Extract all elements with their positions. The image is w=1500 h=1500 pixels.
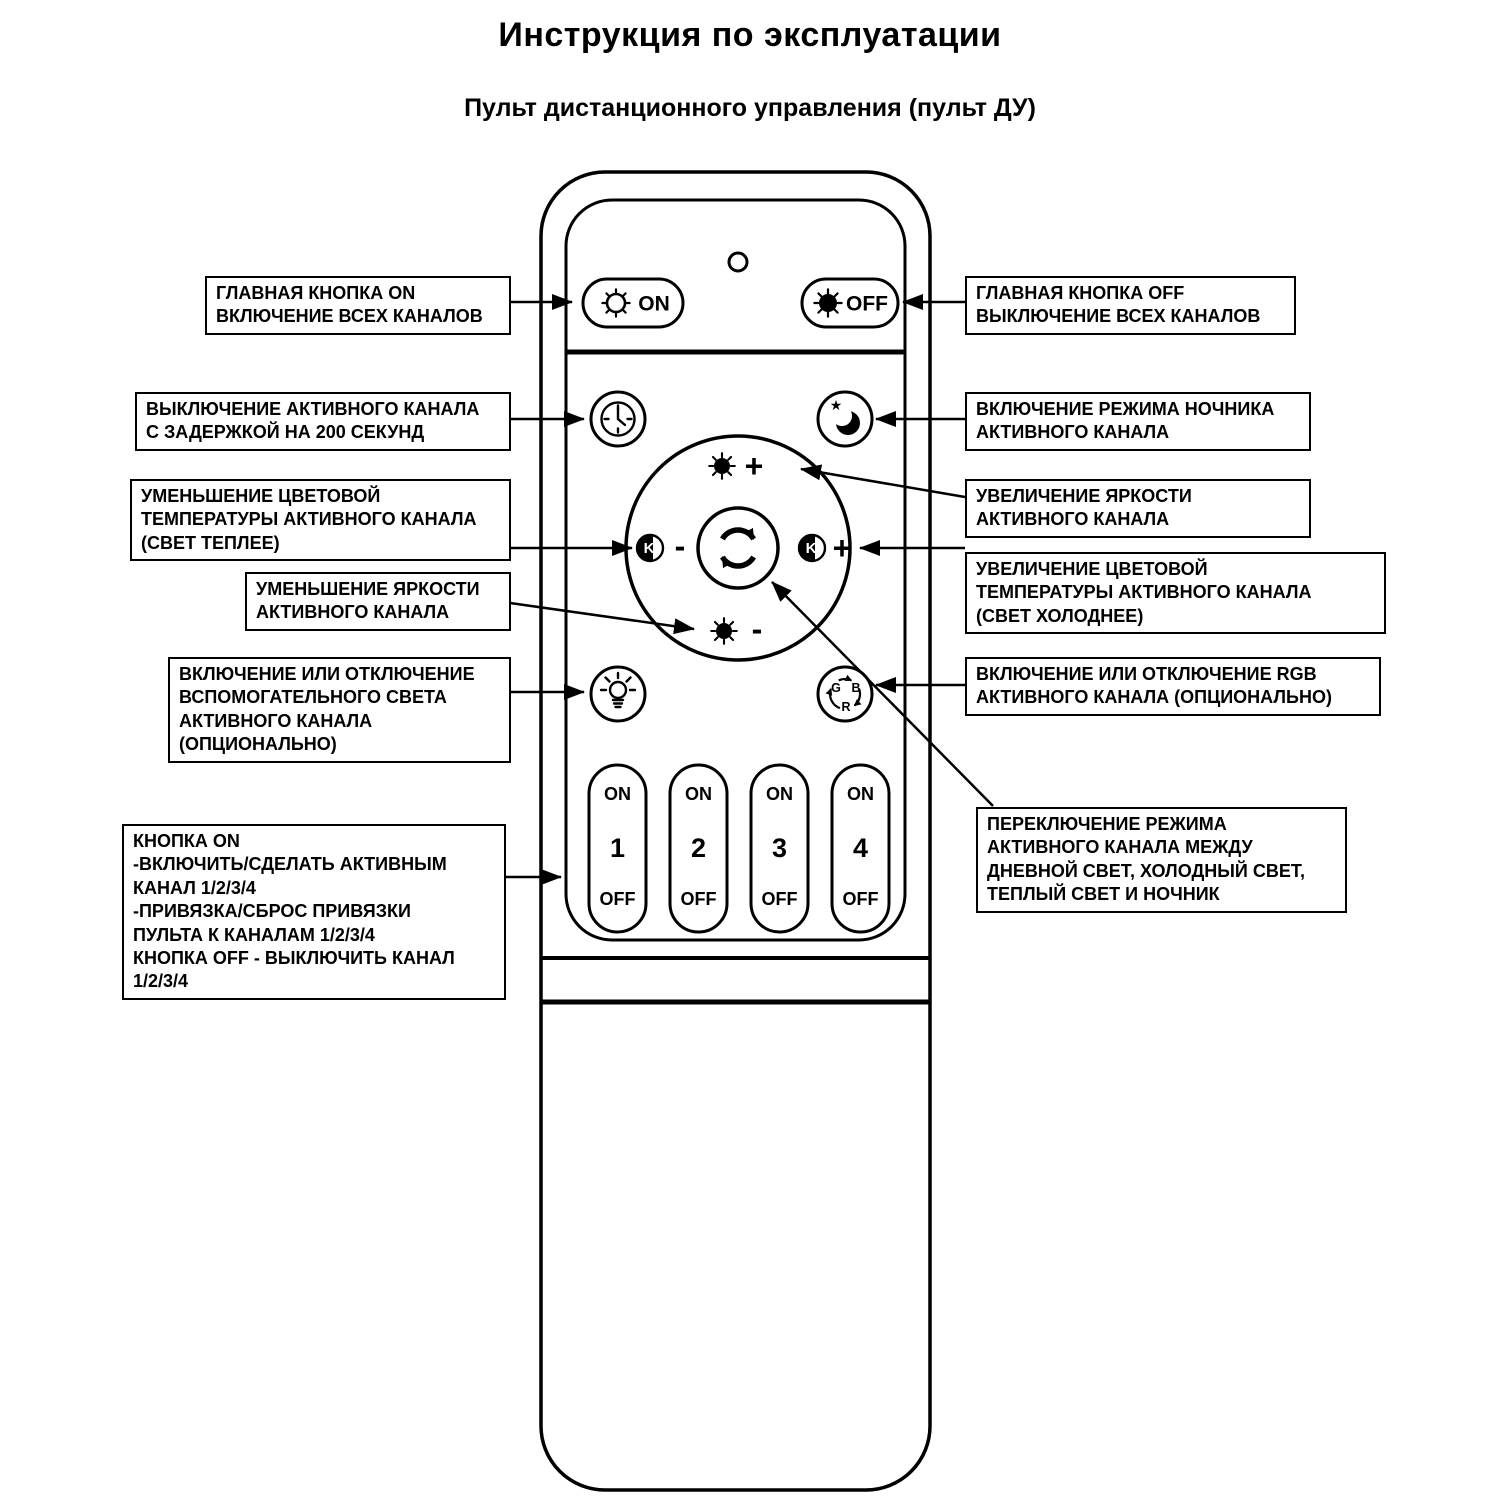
channel-4-on: ON xyxy=(847,784,874,804)
channel-1-on: ON xyxy=(604,784,631,804)
rgb-cycle-icon: G B R xyxy=(825,674,862,714)
color-temp-icon: K xyxy=(635,533,665,563)
temp-down-sign: - xyxy=(675,528,686,564)
channel-4-button: ON 4 OFF xyxy=(830,763,891,934)
sun-filled-icon xyxy=(708,452,736,480)
mode-cycle-button xyxy=(696,506,780,590)
channel-4-off: OFF xyxy=(843,889,879,909)
callout-brightness-up: УВЕЛИЧЕНИЕ ЯРКОСТИ АКТИВНОГО КАНАЛА xyxy=(965,479,1311,538)
kelvin-letter: K xyxy=(644,540,655,557)
callout-temp-up: УВЕЛИЧЕНИЕ ЦВЕТОВОЙ ТЕМПЕРАТУРЫ АКТИВНОГ… xyxy=(965,552,1386,635)
channel-1-button: ON 1 OFF xyxy=(587,763,648,934)
temp-up-button: K + xyxy=(797,530,852,566)
bulb-icon xyxy=(599,671,637,709)
arrow-mode-cycle xyxy=(771,581,994,807)
channel-2-number: 2 xyxy=(691,833,706,863)
page-subtitle: Пульт дистанционного управления (пульт Д… xyxy=(464,94,1036,122)
rgb-letter-g: G xyxy=(831,681,841,695)
channel-1-number: 1 xyxy=(610,833,625,863)
callout-main-on: ГЛАВНАЯ КНОПКА ON ВКЛЮЧЕНИЕ ВСЕХ КАНАЛОВ xyxy=(205,276,511,335)
brightness-up-sign: + xyxy=(745,448,764,484)
callout-rgb-toggle: ВКЛЮЧЕНИЕ ИЛИ ОТКЛЮЧЕНИЕ RGB АКТИВНОГО К… xyxy=(965,657,1381,716)
callout-brightness-down: УМЕНЬШЕНИЕ ЯРКОСТИ АКТИВНОГО КАНАЛА xyxy=(245,572,511,631)
callout-mode-cycle: ПЕРЕКЛЮЧЕНИЕ РЕЖИМА АКТИВНОГО КАНАЛА МЕЖ… xyxy=(976,807,1347,913)
channel-2-on: ON xyxy=(685,784,712,804)
rgb-button: G B R xyxy=(816,665,874,723)
channel-3-button: ON 3 OFF xyxy=(749,763,810,934)
callout-main-off: ГЛАВНАЯ КНОПКА OFF ВЫКЛЮЧЕНИЕ ВСЕХ КАНАЛ… xyxy=(965,276,1296,335)
arrow-brightness-down xyxy=(509,601,695,635)
callout-delay-off: ВЫКЛЮЧЕНИЕ АКТИВНОГО КАНАЛА С ЗАДЕРЖКОЙ … xyxy=(135,392,511,451)
main-on-label: ON xyxy=(638,293,670,316)
temp-down-button: K - xyxy=(635,528,686,564)
rgb-letter-b: B xyxy=(851,681,860,695)
color-temp-icon: K xyxy=(797,533,827,563)
channel-1-off: OFF xyxy=(600,889,636,909)
main-off-label: OFF xyxy=(846,293,888,316)
channel-buttons: ON 1 OFF ON 2 OFF ON 3 OFF ON 4 OFF xyxy=(587,763,891,934)
aux-light-button xyxy=(589,665,647,723)
callout-night-mode: ВКЛЮЧЕНИЕ РЕЖИМА НОЧНИКА АКТИВНОГО КАНАЛ… xyxy=(965,392,1311,451)
arrow-brightness-up xyxy=(800,464,966,499)
callout-aux-light: ВКЛЮЧЕНИЕ ИЛИ ОТКЛЮЧЕНИЕ ВСПОМОГАТЕЛЬНОГ… xyxy=(168,657,511,763)
main-off-button: OFF xyxy=(800,277,900,329)
kelvin-letter: K xyxy=(806,540,817,557)
delay-off-button xyxy=(589,390,647,448)
sun-filled-icon xyxy=(813,288,843,318)
main-on-button: ON xyxy=(581,277,685,329)
sun-filled-icon xyxy=(710,617,738,645)
led-indicator xyxy=(727,251,749,273)
night-mode-button: ★ xyxy=(816,390,874,448)
channel-2-off: OFF xyxy=(681,889,717,909)
channel-2-button: ON 2 OFF xyxy=(668,763,729,934)
channel-3-on: ON xyxy=(766,784,793,804)
rgb-letter-r: R xyxy=(841,700,850,714)
temp-up-sign: + xyxy=(833,530,852,566)
moon-icon xyxy=(832,406,860,435)
channel-3-number: 3 xyxy=(772,833,787,863)
page-title: Инструкция по эксплуатации xyxy=(498,16,1002,54)
brightness-down-button: - xyxy=(710,611,763,647)
channel-4-number: 4 xyxy=(853,833,868,863)
clock-icon xyxy=(600,401,636,437)
callout-channel-buttons: КНОПКА ON -ВКЛЮЧИТЬ/СДЕЛАТЬ АКТИВНЫМ КАН… xyxy=(122,824,506,1000)
sun-outline-icon xyxy=(601,288,631,318)
callout-arrows xyxy=(505,294,994,885)
brightness-down-sign: - xyxy=(752,611,763,647)
star-icon: ★ xyxy=(830,398,843,414)
channel-3-off: OFF xyxy=(762,889,798,909)
cycle-arrows-icon xyxy=(720,527,756,569)
callout-temp-down: УМЕНЬШЕНИЕ ЦВЕТОВОЙ ТЕМПЕРАТУРЫ АКТИВНОГ… xyxy=(130,479,511,562)
brightness-up-button: + xyxy=(708,448,764,484)
